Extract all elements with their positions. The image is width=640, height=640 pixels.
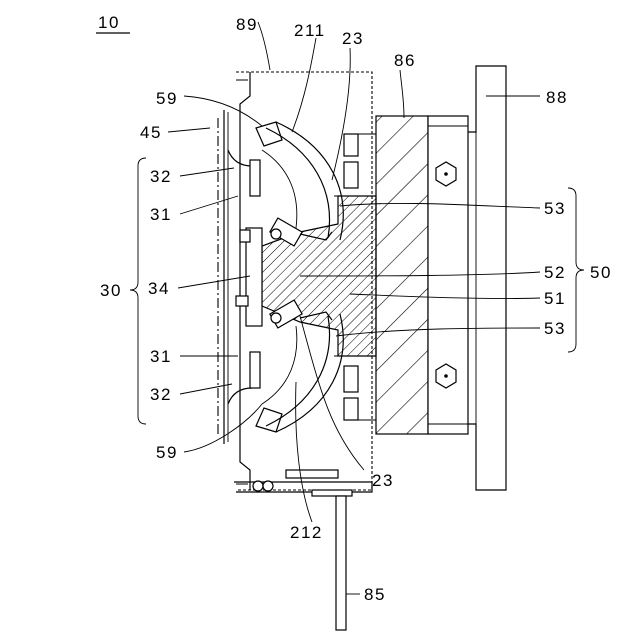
figure-number: 10 [96, 13, 130, 33]
label-23-top: 23 [342, 29, 364, 48]
label-211: 211 [294, 21, 326, 40]
label-88: 88 [546, 88, 568, 107]
label-51: 51 [544, 289, 566, 308]
brace-group-30 [130, 158, 146, 424]
label-45: 45 [140, 123, 162, 142]
label-31-bottom: 31 [150, 347, 172, 366]
label-53-bottom: 53 [544, 319, 566, 338]
label-32-top: 32 [150, 167, 172, 186]
label-212: 212 [290, 523, 323, 542]
part-85-shaft [336, 496, 346, 630]
label-34: 34 [148, 279, 170, 298]
figure-number-text: 10 [98, 13, 120, 32]
label-50: 50 [590, 263, 612, 282]
brace-group-50 [568, 188, 584, 352]
part-45-reference-plane [218, 110, 228, 444]
label-53-top: 53 [544, 199, 566, 218]
label-23-bottom: 23 [372, 471, 394, 490]
part-88-mount-plate [466, 66, 506, 490]
label-52: 52 [544, 263, 566, 282]
label-59-bottom: 59 [156, 443, 178, 462]
part-212-bottom-bracket [234, 470, 372, 496]
label-85: 85 [364, 585, 386, 604]
label-86: 86 [394, 51, 416, 70]
label-59-top: 59 [156, 89, 178, 108]
label-30: 30 [100, 281, 122, 300]
part-31-32-upper [228, 150, 260, 196]
label-89: 89 [236, 15, 258, 34]
label-31-top: 31 [150, 205, 172, 224]
part-31-32-lower [228, 352, 260, 404]
label-32-bottom: 32 [150, 385, 172, 404]
